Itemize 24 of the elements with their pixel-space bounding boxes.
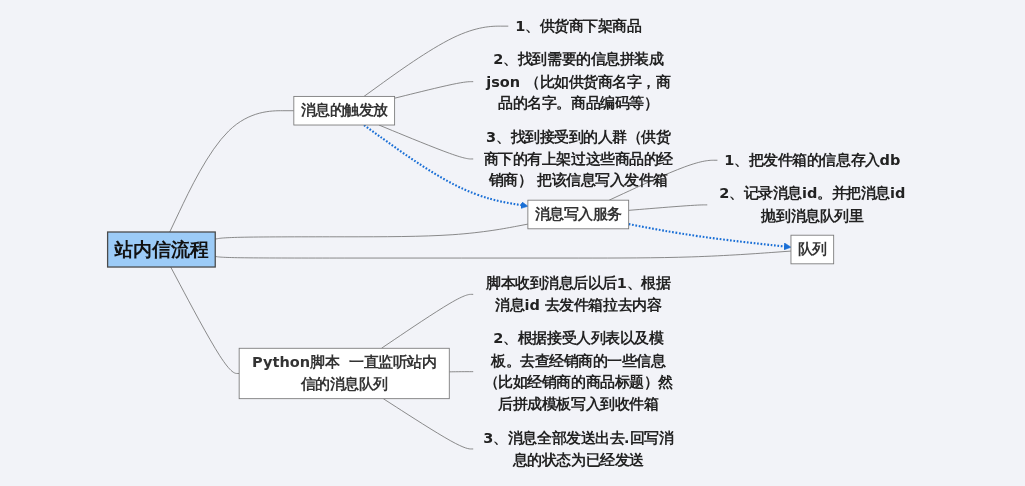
node-box: 站内信流程: [106, 231, 216, 268]
node-box: 消息的触发放: [293, 95, 396, 126]
connector: [170, 266, 240, 374]
node-text: 3、找到接受到的人群（供货商下的有上架过这些商品的经销商） 把该信息写入发件箱: [483, 128, 673, 189]
arrow: [628, 223, 792, 251]
connector: [608, 159, 718, 201]
connector: [448, 371, 474, 373]
node-box: 队列: [790, 234, 835, 265]
node-box: Python脚本 一直监听站内信的消息队列: [238, 347, 450, 400]
node-box: 消息写入服务: [527, 199, 630, 230]
node-text: 3、消息全部发送出去.回写消息的状态为已经发送: [483, 428, 674, 468]
arrow: [363, 124, 529, 209]
connector: [169, 110, 295, 233]
node-text: 2、找到需要的信息拼装成json （比如供货商名字，商品的名字。商品编码等）: [486, 50, 671, 112]
connector: [382, 398, 474, 450]
connector: [394, 81, 474, 99]
node-text: 1、供货商下架商品: [515, 16, 642, 35]
node-text: 2、根据接受人列表以及模板。去查经销商的一些信息（比如经销商的商品标题）然后拼成模板写入到收件箱: [483, 329, 673, 413]
node-text: 2、记录消息id。并把消息id抛到消息队列里: [719, 184, 906, 224]
connector: [381, 293, 474, 349]
node-text: 1、把发件箱的信息存入db: [724, 151, 901, 169]
connector: [363, 25, 509, 97]
connector: [628, 204, 708, 211]
node-text: 脚本收到消息后以后1、根据消息id 去发件箱拉去内容: [486, 274, 671, 314]
